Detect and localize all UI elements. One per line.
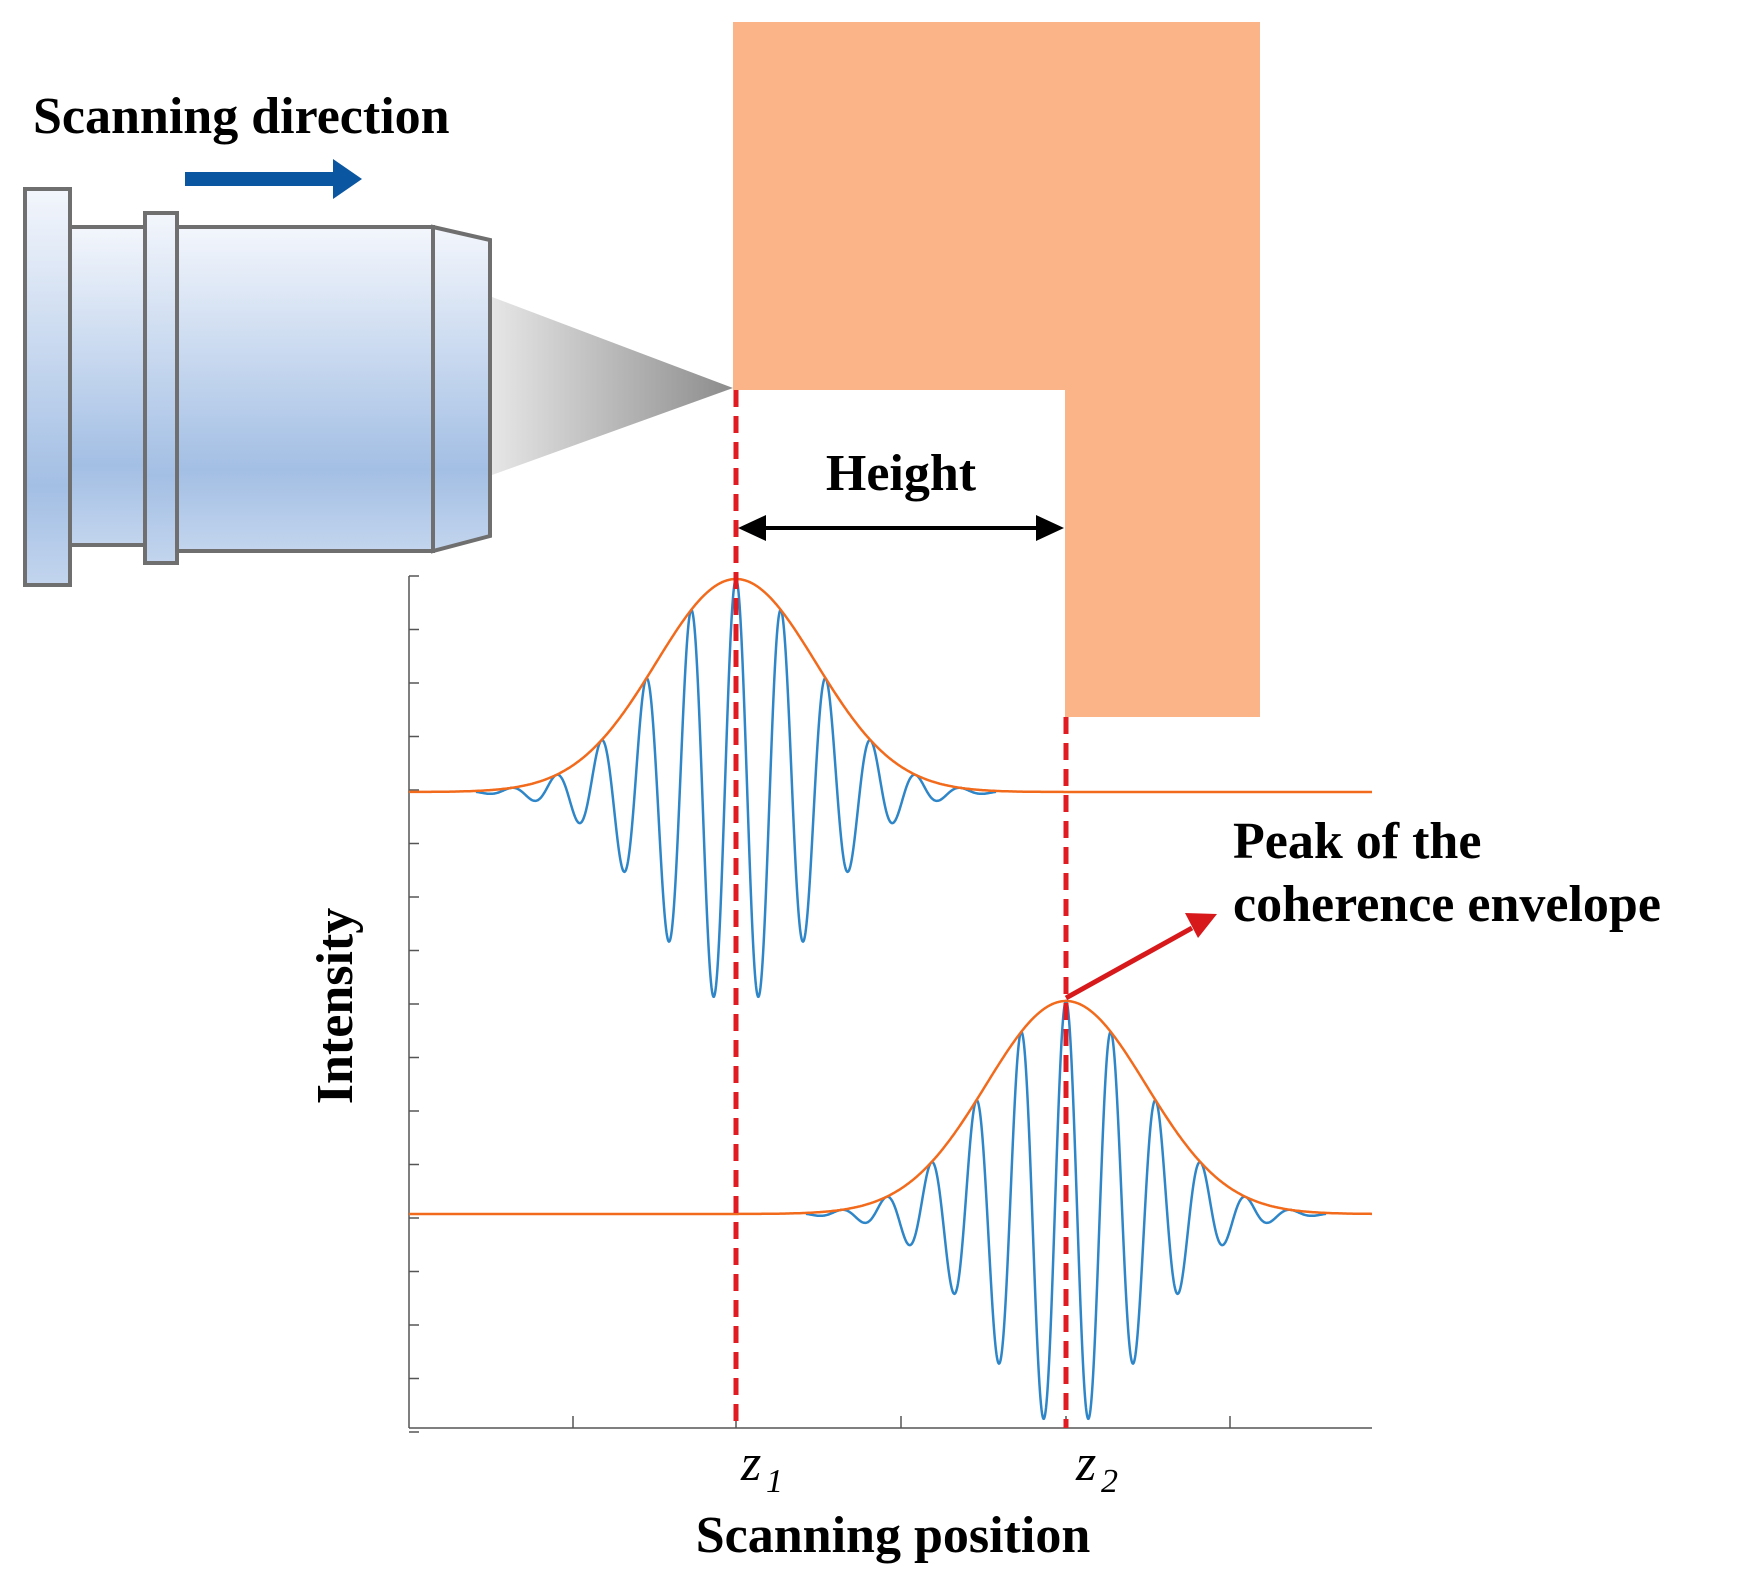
microscope-objective-icon (23, 187, 492, 587)
z1-subscript: 1 (766, 1463, 783, 1500)
double-headed-arrow-icon (738, 515, 1064, 541)
height-label: Height (826, 445, 977, 502)
z1-tick-label: z 1 (740, 1435, 783, 1500)
right-arrow-icon (185, 159, 362, 199)
coherence-envelope-1 (409, 577, 1372, 794)
pointer-arrow-icon (1064, 913, 1217, 1001)
coherence-envelope-2 (409, 999, 1372, 1216)
z2-subscript: 2 (1101, 1463, 1118, 1500)
z1-symbol: z (740, 1435, 761, 1492)
scanning-direction-label: Scanning direction (33, 88, 450, 145)
z2-symbol: z (1075, 1435, 1096, 1492)
y-axis-ticks (409, 575, 419, 1433)
x-axis-ticks (572, 1416, 1231, 1428)
z2-tick-label: z 2 (1075, 1435, 1118, 1500)
x-axis-label: Scanning position (696, 1507, 1091, 1564)
light-cone (492, 297, 733, 475)
y-axis-label: Intensity (307, 908, 364, 1104)
chart-axes (408, 576, 1372, 1429)
sample-step (733, 22, 1260, 717)
peak-label-line2: coherence envelope (1233, 876, 1661, 933)
peak-label-line1: Peak of the (1233, 813, 1481, 870)
